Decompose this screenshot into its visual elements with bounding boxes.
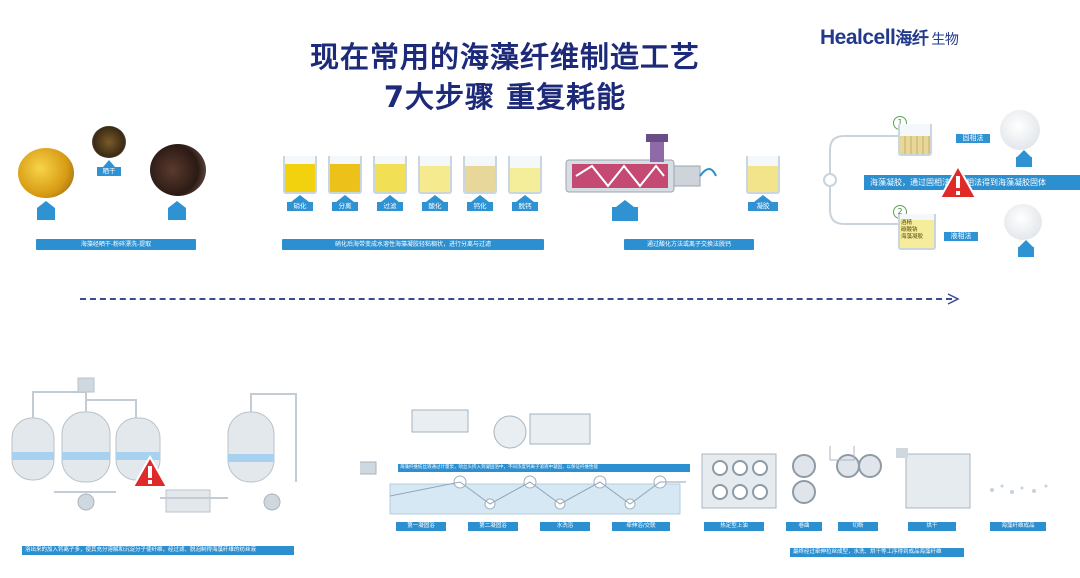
tag-nitrify: 硝化 [287,202,313,211]
seaweed-image-1 [18,148,74,198]
powder-image-1 [1000,110,1040,150]
beaker-2 [328,156,362,194]
logo-brand: Healcell [820,26,896,49]
beaker-liquid: 酒精 碳酸钠 海藻凝胶 [898,214,936,250]
warning-icon-bottom [131,455,169,488]
seaweed-arrow-2 [102,160,116,167]
tag-filter: 过滤 [377,202,403,211]
seaweed-image-2 [92,126,126,158]
logo-cn-2: 生物 [931,32,959,48]
label-liquid-method: 液相法 [944,232,978,241]
powder-arrow-2 [1016,240,1036,257]
seaweed-image-3 [150,144,206,196]
seaweed-arrow-1 [36,201,56,220]
tag-gel: 凝胶 [748,202,778,211]
stage2-tag-6: 脱钙 [512,195,538,211]
beaker-5 [463,156,497,194]
stage-label-3: 水洗浴 [540,522,590,531]
seaweed-tag-dry: 晒干 [97,167,121,176]
stage2-tag-1: 硝化 [287,195,313,211]
stage2-bar: 硝化后海带变成水溶性海藻凝胶轻粘稠状，进行分离与过滤 [282,239,544,250]
branch-connector [823,135,902,225]
stage-label-7: 切断 [838,522,878,531]
stage3-arrow [610,200,640,221]
stage2-tag-5: 钙化 [467,195,493,211]
warning-icon-top [938,164,978,199]
label-solid-method: 固相法 [956,134,990,143]
page-title: 现在常用的海藻纤维制造工艺 [309,40,700,74]
powder-arrow-1 [1014,150,1034,167]
stage2-tag-2: 分离 [332,195,358,211]
coagulation-baths [360,409,686,515]
seaweed-arrow-3 [167,201,187,220]
stage-label-9: 海藻纤维成品 [990,522,1046,531]
beaker-3 [373,156,407,194]
stage-label-6: 卷曲 [786,522,822,531]
dashed-separator [80,298,952,300]
stage2-tag-3: 过滤 [377,195,403,211]
beaker-liquid-text: 酒精 碳酸钠 海藻凝胶 [901,220,924,240]
brand-logo: Healcell海纤生物 [820,24,959,50]
spinning-desc-bar: 海藻纤维纺丝液通过计量泵，喷丝头挤入到凝固浴中，不同浓度钙离子溶液中凝固，以保证… [398,464,690,472]
stage-label-1: 第一凝固浴 [396,522,446,531]
page-subtitle: 7大步骤 重复耗能 [383,80,627,114]
stage3-tag: 凝胶 [748,195,778,211]
reactor-tanks [11,377,297,513]
stage-label-5: 热定型上油 [704,522,764,531]
tag-decalcify: 脱钙 [512,202,538,211]
logo-cn-1: 海纤 [895,29,929,49]
stage3-bar: 通过酸化方法或离子交换法脱钙 [624,239,754,250]
stage-label-4: 牵伸浴/交联 [612,522,670,531]
extruder-diagram [565,134,717,193]
bottom-left-bar: 溶出来的加入钙离子多，使其充分溶解和沉淀分子使纤维，经过滤、脱泡制得海藻纤维的纺… [22,546,294,555]
stage-label-8: 烘干 [908,522,956,531]
stage1-bar: 海藻经晒干-粉碎漂洗-提取 [36,239,196,250]
beaker-1 [283,156,317,194]
separator-arrow-icon [947,293,960,305]
stage2-tag-4: 酸化 [422,195,448,211]
tag-separate: 分离 [332,202,358,211]
stage-label-2: 第二凝固浴 [468,522,518,531]
beaker-6 [508,156,542,194]
beaker-solid [898,124,932,156]
finishing-equipment [701,446,1048,509]
beaker-4 [418,156,452,194]
tag-calcify: 钙化 [467,202,493,211]
beaker-7 [746,156,780,194]
bottom-right-bar: 最终经过牵伸拉丝成型，水洗、烘干等工序得到成品海藻纤维 [790,548,964,557]
powder-image-2 [1004,204,1042,240]
tag-acidify: 酸化 [422,202,448,211]
